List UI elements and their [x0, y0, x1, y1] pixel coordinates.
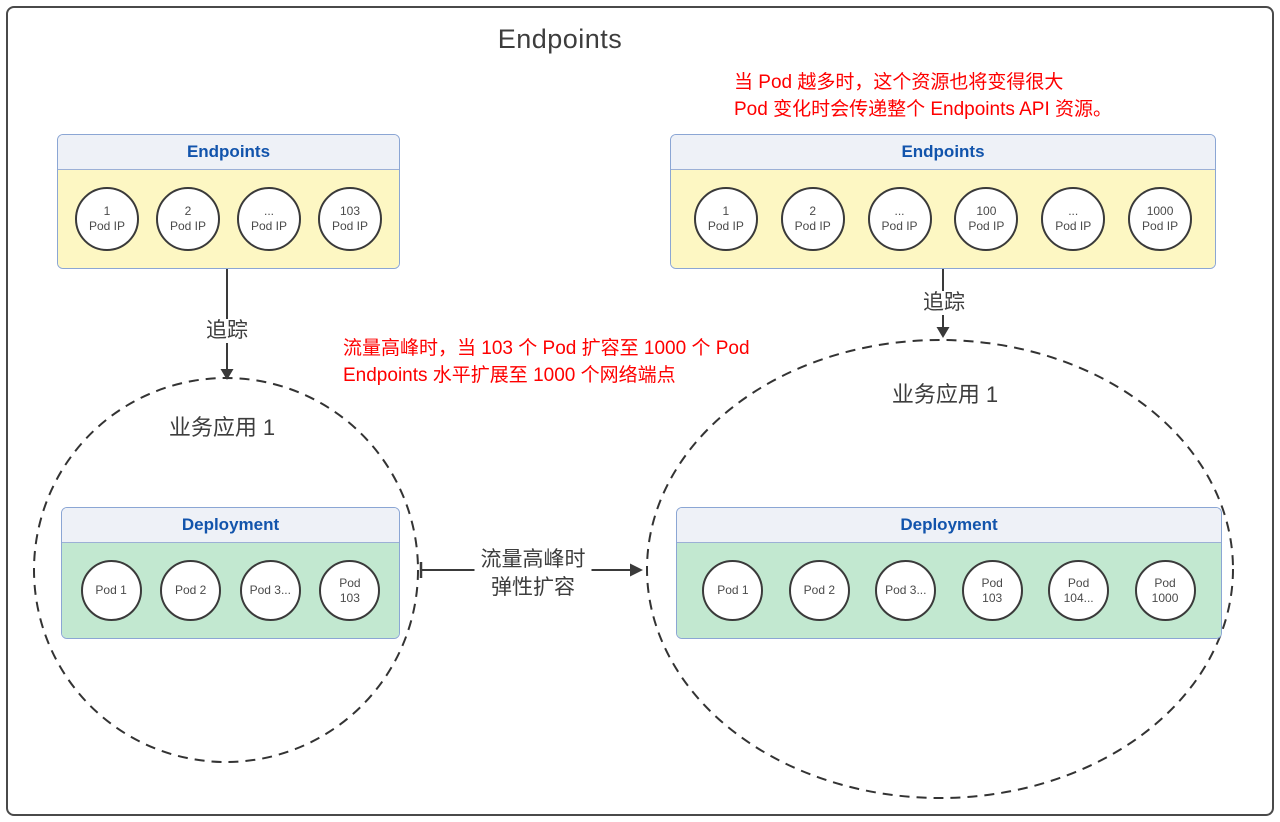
pod-line1: Pod 2 — [175, 583, 207, 597]
pod-ip-circle: ... Pod IP — [1041, 187, 1106, 251]
note-scale-out-line1: 流量高峰时，当 103 个 Pod 扩容至 1000 个 Pod — [343, 338, 750, 359]
deployment-box-right-title: Deployment — [677, 508, 1221, 543]
pod-line1: Pod 1 — [95, 583, 127, 597]
pod-line2: 104... — [1063, 590, 1094, 605]
pod-ip-circle: ... Pod IP — [237, 187, 301, 251]
pod-ip-line1: ... — [263, 204, 274, 218]
pod-line1: Pod 2 — [803, 583, 836, 597]
scale-arrowhead — [630, 563, 643, 577]
pod-line1: Pod — [339, 575, 361, 590]
pod-circle: Pod 2 — [788, 560, 850, 621]
pod-ip-line2: Pod IP — [1142, 219, 1179, 233]
pod-ip-line1: ... — [1068, 204, 1079, 218]
note-pod-growth: 当 Pod 越多时，这个资源也将变得很大 Pod 变化时会传递整个 Endpoi… — [734, 69, 1112, 123]
pod-circle: Pod 1000 — [1134, 560, 1196, 621]
app-label-right: 业务应用 1 — [891, 382, 999, 407]
pod-ip-circle: 1000 Pod IP — [1128, 187, 1193, 251]
pod-ip-line2: Pod IP — [794, 219, 831, 233]
pod-circle: Pod 3... — [875, 560, 937, 621]
pod-ip-line1: ... — [894, 204, 905, 218]
pod-ip-line2: Pod IP — [968, 219, 1005, 233]
pod-ip-line1: 100 — [976, 204, 997, 218]
note-scale-out-line2: Endpoints 水平扩展至 1000 个网络端点 — [343, 365, 676, 386]
endpoints-box-left: Endpoints 1 Pod IP 2 Pod IP ... Pod IP 1… — [57, 134, 400, 269]
scale-arrow-label-line1: 流量高峰时 — [480, 548, 586, 571]
pod-circle: Pod 2 — [160, 560, 222, 621]
trace-arrowhead-left — [220, 369, 234, 380]
pod-ip-circle: 100 Pod IP — [954, 187, 1019, 251]
app-ellipse-right — [646, 339, 1234, 799]
pod-ip-line1: 2 — [809, 204, 817, 218]
scale-arrow-label: 流量高峰时 弹性扩容 — [474, 546, 592, 602]
pod-circle: Pod 103 — [319, 560, 381, 621]
pod-ip-line1: 1 — [103, 204, 111, 218]
pod-ip-circle: ... Pod IP — [867, 187, 932, 251]
pod-ip-line1: 1 — [722, 204, 730, 218]
trace-arrowhead-right — [936, 327, 950, 338]
endpoints-box-left-title: Endpoints — [58, 135, 399, 170]
scale-arrow-label-line2: 弹性扩容 — [491, 576, 575, 599]
deployment-box-left-body: Pod 1 Pod 2 Pod 3... Pod 103 — [62, 543, 399, 638]
pod-ip-circle: 1 Pod IP — [693, 187, 758, 251]
pod-line1: Pod — [1154, 575, 1176, 590]
trace-label-left: 追踪 — [201, 319, 253, 343]
pod-ip-line2: Pod IP — [250, 219, 288, 233]
pod-ip-line1: 2 — [184, 204, 192, 218]
pod-circle: Pod 1 — [80, 560, 142, 621]
endpoints-box-left-body: 1 Pod IP 2 Pod IP ... Pod IP 103 Pod IP — [58, 170, 399, 268]
pod-ip-circle: 2 Pod IP — [156, 187, 220, 251]
pod-ip-line2: Pod IP — [331, 219, 369, 233]
pod-line2: 103 — [982, 590, 1003, 605]
app-label-left: 业务应用 1 — [168, 415, 276, 440]
note-scale-out: 流量高峰时，当 103 个 Pod 扩容至 1000 个 Pod Endpoin… — [343, 335, 750, 389]
pod-ip-circle: 1 Pod IP — [75, 187, 139, 251]
outer-frame — [6, 6, 1274, 816]
deployment-box-left: Deployment Pod 1 Pod 2 Pod 3... Pod 103 — [61, 507, 400, 639]
pod-ip-line2: Pod IP — [881, 219, 918, 233]
pod-circle: Pod 1 — [702, 560, 764, 621]
pod-line1: Pod 3... — [249, 583, 291, 597]
pod-ip-line1: 103 — [339, 204, 361, 218]
pod-line2: 103 — [339, 590, 360, 605]
pod-ip-circle: 103 Pod IP — [318, 187, 382, 251]
pod-line2: 1000 — [1151, 590, 1179, 605]
trace-label-right: 追踪 — [918, 291, 970, 315]
pod-ip-line1: 1000 — [1146, 204, 1174, 218]
pod-line1: Pod — [1067, 575, 1090, 590]
pod-ip-circle: 2 Pod IP — [780, 187, 845, 251]
pod-line1: Pod 3... — [885, 583, 927, 597]
pod-circle: Pod 104... — [1048, 560, 1110, 621]
deployment-box-right: Deployment Pod 1 Pod 2 Pod 3... Pod 103 … — [676, 507, 1222, 639]
pod-circle: Pod 103 — [961, 560, 1023, 621]
deployment-box-right-body: Pod 1 Pod 2 Pod 3... Pod 103 Pod 104... … — [677, 543, 1221, 638]
note-pod-growth-line1: 当 Pod 越多时，这个资源也将变得很大 — [734, 72, 1064, 93]
pod-ip-line2: Pod IP — [169, 219, 207, 233]
page-title: Endpoints — [497, 24, 623, 54]
pod-line1: Pod 1 — [717, 583, 749, 597]
pod-line1: Pod — [981, 575, 1003, 590]
note-pod-growth-line2: Pod 变化时会传递整个 Endpoints API 资源。 — [734, 99, 1113, 120]
pod-ip-line2: Pod IP — [1055, 219, 1092, 233]
endpoints-box-right-title: Endpoints — [671, 135, 1215, 170]
endpoints-box-right-body: 1 Pod IP 2 Pod IP ... Pod IP 100 Pod IP … — [671, 170, 1215, 268]
endpoints-box-right: Endpoints 1 Pod IP 2 Pod IP ... Pod IP 1… — [670, 134, 1216, 269]
pod-circle: Pod 3... — [239, 560, 301, 621]
pod-ip-line2: Pod IP — [707, 219, 744, 233]
deployment-box-left-title: Deployment — [62, 508, 399, 543]
pod-ip-line2: Pod IP — [88, 219, 126, 233]
